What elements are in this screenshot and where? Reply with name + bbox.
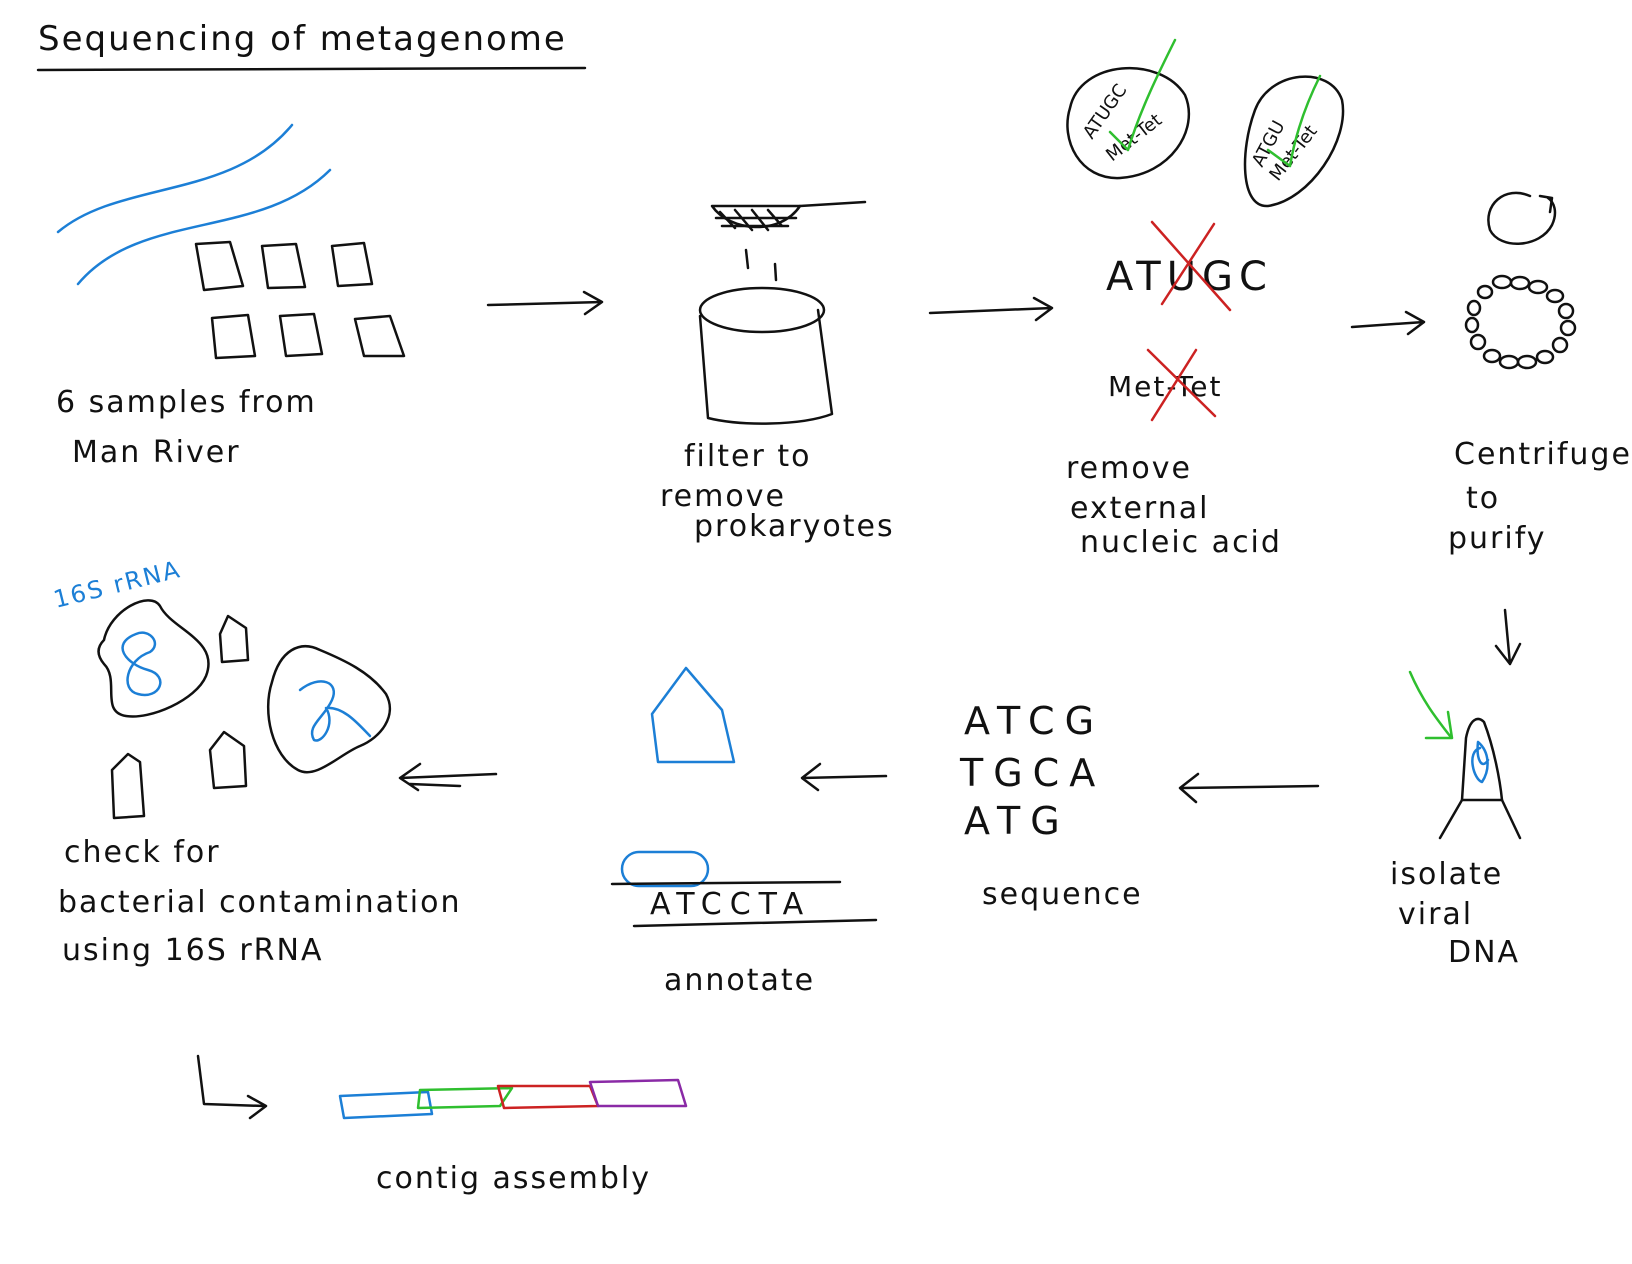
sequence-label: sequence	[982, 877, 1143, 912]
sequence-read-3: ATG	[964, 799, 1070, 843]
arrow-annotate-to-contamination	[398, 762, 498, 792]
remove-label-line3: nucleic acid	[1080, 525, 1282, 560]
pointer-arrow-icon	[1408, 670, 1454, 740]
contig-label: contig assembly	[376, 1161, 651, 1196]
remove-label-line1: remove	[1066, 451, 1192, 486]
contig-blocks-icon	[338, 1078, 688, 1120]
cell-2-icon: ATGU Met-Tet	[1243, 74, 1345, 208]
annotation-strand-sequence: ATCCTA	[650, 887, 811, 922]
river-icon	[56, 123, 332, 286]
annotation-strand-icon	[610, 850, 878, 928]
virus-particle-icon	[110, 752, 146, 820]
check-mark-icon	[1108, 38, 1177, 152]
filter-beaker-icon	[698, 286, 834, 425]
arrow-contamination-to-contig	[196, 1054, 268, 1120]
viral-capsid-icon	[650, 666, 736, 764]
arrow-samples-to-filter	[486, 290, 604, 316]
centrifuge-label-line1: Centrifuge	[1454, 437, 1632, 472]
filter-label-line1: filter to	[684, 439, 811, 474]
remove-label-line2: external	[1070, 491, 1209, 526]
contamination-label-line1: check for	[64, 835, 221, 870]
bacterium-cell-2-icon	[266, 645, 392, 774]
cross-out-icon	[1150, 220, 1232, 312]
rotation-icon	[1487, 191, 1557, 245]
test-tube-icon	[1438, 717, 1522, 840]
cell-1-icon: ATUGC Met-Tet	[1066, 38, 1191, 180]
isolate-label-line1: isolate	[1390, 857, 1503, 892]
centrifuge-label-line3: purify	[1448, 521, 1547, 556]
bacterium-cell-1-icon	[97, 599, 210, 718]
arrow-remove-to-centrifuge	[1350, 310, 1426, 336]
check-mark-icon	[1266, 74, 1322, 168]
arrow-isolate-to-sequence	[1178, 772, 1320, 804]
arrow-sequence-to-annotate	[800, 762, 888, 792]
annotate-label: annotate	[664, 963, 815, 998]
sample-tubes	[194, 240, 406, 360]
cross-out-icon	[1146, 348, 1217, 422]
filter-sieve-icon	[710, 200, 867, 282]
virus-particle-icon	[208, 730, 248, 790]
filter-label-line3: prokaryotes	[694, 509, 895, 544]
isolate-label-line2: viral	[1398, 897, 1473, 932]
centrifuge-label-line2: to	[1466, 481, 1500, 516]
contamination-label-line2: bacterial contamination	[58, 885, 462, 920]
filter-label-line2: remove	[660, 479, 786, 514]
sequence-read-1: ATCG	[964, 699, 1104, 743]
arrow-filter-to-remove	[928, 296, 1054, 322]
diagram-title: Sequencing of metagenome	[38, 19, 567, 59]
isolate-label-line3: DNA	[1448, 935, 1520, 970]
title-underline	[36, 66, 587, 72]
arrow-centrifuge-to-isolate	[1494, 608, 1522, 666]
free-antibiotic-label: Met-Tet	[1108, 370, 1222, 403]
contamination-label-line3: using 16S rRNA	[62, 933, 323, 968]
virus-particle-icon	[218, 614, 250, 664]
samples-label-line2: Man River	[72, 435, 241, 470]
samples-label-line1: 6 samples from	[56, 385, 317, 420]
centrifuge-rotor-icon	[1464, 274, 1577, 370]
rrna-marker-label: 16S rRNA	[51, 555, 184, 614]
sequence-read-2: TGCA	[959, 751, 1105, 795]
